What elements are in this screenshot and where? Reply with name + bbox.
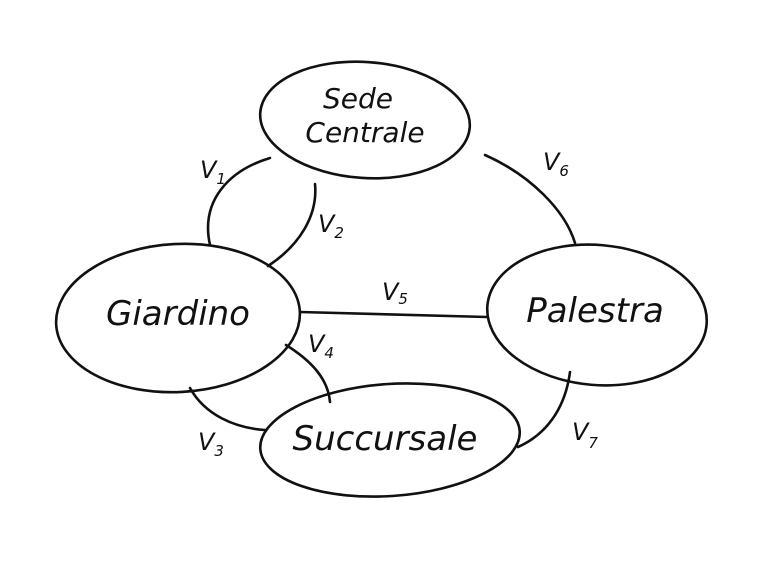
- edge-v5: [298, 310, 489, 319]
- node-palestra: [485, 243, 709, 387]
- node-label-succursale: Succursale: [293, 419, 478, 459]
- node-giardino: [54, 242, 302, 394]
- edge-v3: [188, 386, 267, 432]
- edge-label-v3: V3: [198, 428, 224, 460]
- edge-v1: [206, 156, 272, 247]
- edge-label-v4: V4: [308, 330, 334, 362]
- edge-v2: [266, 182, 317, 268]
- node-label-sede: Sede: [323, 82, 393, 115]
- edge-label-v7: V7: [572, 418, 598, 452]
- node-succursale: [258, 382, 522, 498]
- node-label-centrale: Centrale: [305, 116, 424, 149]
- node-sede-centrale: [258, 60, 472, 180]
- edge-label-v5: V5: [382, 278, 408, 308]
- edge-label-v2: V2: [318, 210, 344, 242]
- node-label-palestra: Palestra: [526, 291, 664, 331]
- edge-v6: [483, 153, 577, 245]
- node-label-giardino: Giardino: [106, 294, 250, 334]
- edge-v4: [284, 343, 332, 404]
- edge-label-v1: V1: [200, 156, 226, 188]
- edge-label-v6: V6: [543, 148, 569, 180]
- edge-v7: [516, 370, 572, 449]
